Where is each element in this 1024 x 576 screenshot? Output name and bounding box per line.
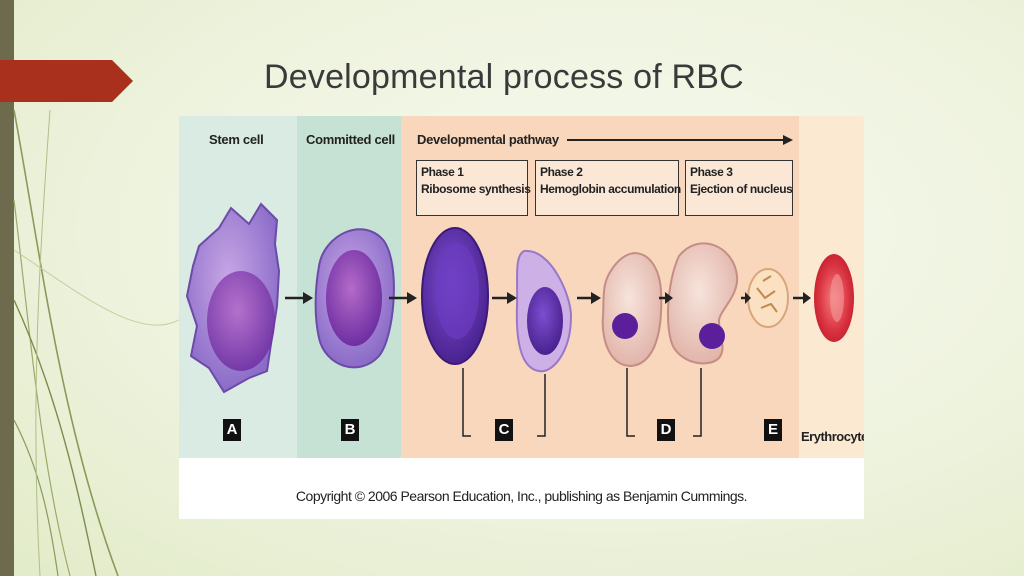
stage-badge-a: A: [223, 419, 241, 441]
stage-badge-e: E: [764, 419, 782, 441]
stage-brackets: [462, 368, 702, 437]
left-accent-bar: [0, 0, 14, 576]
phase-2-box: Phase 2 Hemoglobin accumulation: [535, 160, 681, 216]
phase-2-name: Phase 2: [540, 165, 583, 179]
phase-1-name: Phase 1: [421, 165, 464, 179]
cell-illustrations: [185, 135, 854, 437]
phase-3-box: Phase 3 Ejection of nucleus: [685, 160, 793, 216]
phase-3-cell-illustration: [666, 242, 739, 365]
phase-3-name: Phase 3: [690, 165, 733, 179]
phase-1-cell-illustration: [421, 227, 489, 365]
reticulocyte-illustration: [747, 268, 789, 328]
committed-cell-header: Committed cell: [306, 132, 395, 147]
erythrocyte-illustration: [814, 254, 854, 342]
stem-cell-illustration: [185, 202, 281, 394]
copyright-notice: Copyright © 2006 Pearson Education, Inc.…: [295, 488, 748, 504]
stem-cell-header: Stem cell: [209, 132, 264, 147]
title-accent-tab: [0, 60, 133, 102]
phase-1-desc: Ribosome synthesis: [421, 182, 531, 196]
phase-2-late-cell-illustration: [601, 252, 663, 368]
stage-badge-d: D: [657, 419, 675, 441]
slide-title: Developmental process of RBC: [264, 58, 744, 96]
phase-1-box: Phase 1 Ribosome synthesis: [416, 160, 531, 216]
developmental-pathway-arrow: [567, 135, 793, 145]
stage-badge-b: B: [341, 419, 359, 441]
phase-2-early-cell-illustration: [515, 249, 573, 373]
phase-2-desc: Hemoglobin accumulation: [540, 182, 681, 196]
phase-3-desc: Ejection of nucleus: [690, 182, 793, 196]
rbc-development-figure: Stem cell Committed cell Developmental p…: [179, 116, 864, 519]
stage-badge-c: C: [495, 419, 513, 441]
committed-cell-illustration: [314, 228, 395, 369]
decorative-curves: [13, 109, 201, 576]
developmental-pathway-header: Developmental pathway: [417, 132, 559, 147]
progression-arrows: [285, 292, 811, 304]
erythrocyte-label: Erythrocyte: [801, 429, 864, 444]
